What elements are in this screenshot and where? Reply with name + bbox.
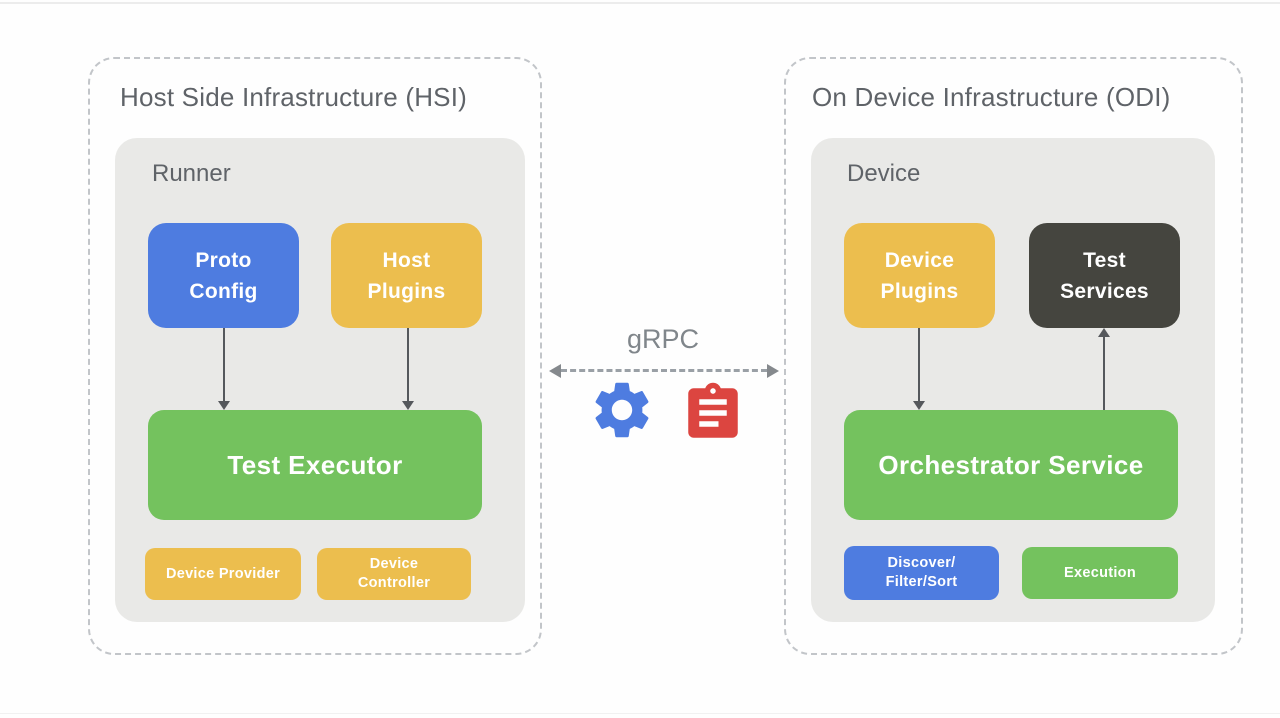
arrow-plugins-to-orchestrator	[918, 328, 920, 402]
grpc-dashed-line	[561, 369, 767, 372]
device-label: Device	[847, 160, 921, 187]
arrowhead-down-icon	[913, 401, 925, 410]
top-edge-line	[0, 2, 1280, 4]
clipboard-icon	[688, 382, 738, 438]
arrowhead-down-icon	[218, 401, 230, 410]
host-plugins-box: Host Plugins	[331, 223, 482, 328]
arrowhead-right-icon	[767, 364, 779, 378]
device-provider-box: Device Provider	[145, 548, 301, 600]
arrow-plugins-to-executor	[407, 328, 409, 402]
odi-title: On Device Infrastructure (ODI)	[812, 82, 1171, 112]
discover-filter-sort-label: Discover/ Filter/Sort	[885, 555, 958, 590]
runner-label: Runner	[152, 160, 231, 187]
test-executor-label: Test Executor	[227, 449, 403, 480]
test-services-label: Test Services	[1060, 248, 1149, 303]
test-executor-box: Test Executor	[148, 410, 482, 520]
execution-box: Execution	[1022, 547, 1178, 599]
execution-label: Execution	[1064, 564, 1136, 581]
host-plugins-label: Host Plugins	[367, 248, 446, 303]
proto-config-label: Proto Config	[189, 248, 258, 303]
orchestrator-service-label: Orchestrator Service	[878, 449, 1144, 480]
discover-filter-sort-box: Discover/ Filter/Sort	[844, 546, 999, 600]
orchestrator-service-box: Orchestrator Service	[844, 410, 1178, 520]
device-controller-label: Device Controller	[357, 556, 431, 591]
settings-gear-icon	[595, 382, 649, 438]
grpc-label: gRPC	[626, 324, 700, 354]
arrowhead-left-icon	[549, 364, 561, 378]
device-group: Device Device Plugins Test Services Orch…	[811, 138, 1215, 622]
arrow-orchestrator-to-services	[1103, 336, 1105, 410]
hsi-title: Host Side Infrastructure (HSI)	[120, 82, 467, 112]
runner-group: Runner Proto Config Host Plugins Test Ex…	[115, 138, 525, 622]
device-controller-box: Device Controller	[317, 548, 471, 600]
device-plugins-box: Device Plugins	[844, 223, 995, 328]
hsi-panel: Host Side Infrastructure (HSI) Runner Pr…	[88, 57, 542, 655]
proto-config-box: Proto Config	[148, 223, 299, 328]
test-services-box: Test Services	[1029, 223, 1180, 328]
arrowhead-up-icon	[1098, 328, 1110, 337]
odi-panel: On Device Infrastructure (ODI) Device De…	[784, 57, 1243, 655]
arrow-proto-to-executor	[223, 328, 225, 402]
device-provider-label: Device Provider	[165, 565, 281, 582]
bottom-edge-line	[0, 713, 1280, 714]
arrowhead-down-icon	[402, 401, 414, 410]
device-plugins-label: Device Plugins	[880, 248, 959, 303]
